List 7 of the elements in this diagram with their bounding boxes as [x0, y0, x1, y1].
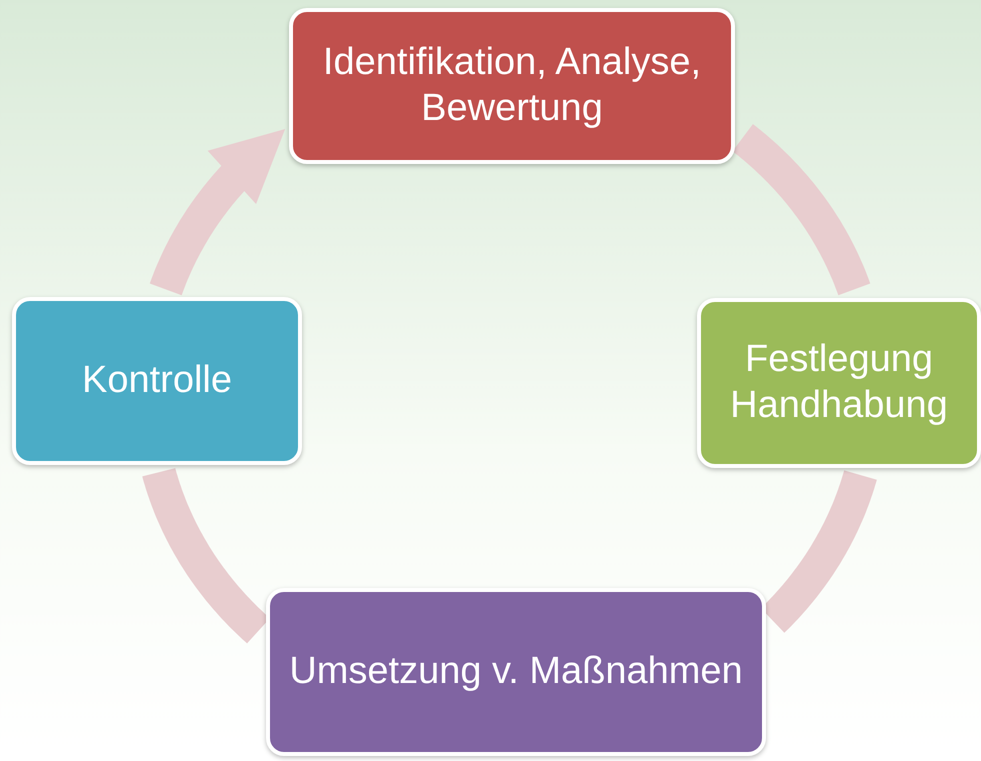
process-box	[289, 8, 735, 164]
step-label: Kontrolle	[82, 358, 232, 404]
process-box	[12, 297, 302, 465]
process-box	[697, 298, 981, 468]
step-label: Festlegung Handhabung	[729, 337, 949, 428]
step-label: Identifikation, Analyse, Bewertung	[322, 40, 702, 131]
step-label: Umsetzung v. Maßnahmen	[289, 649, 743, 694]
